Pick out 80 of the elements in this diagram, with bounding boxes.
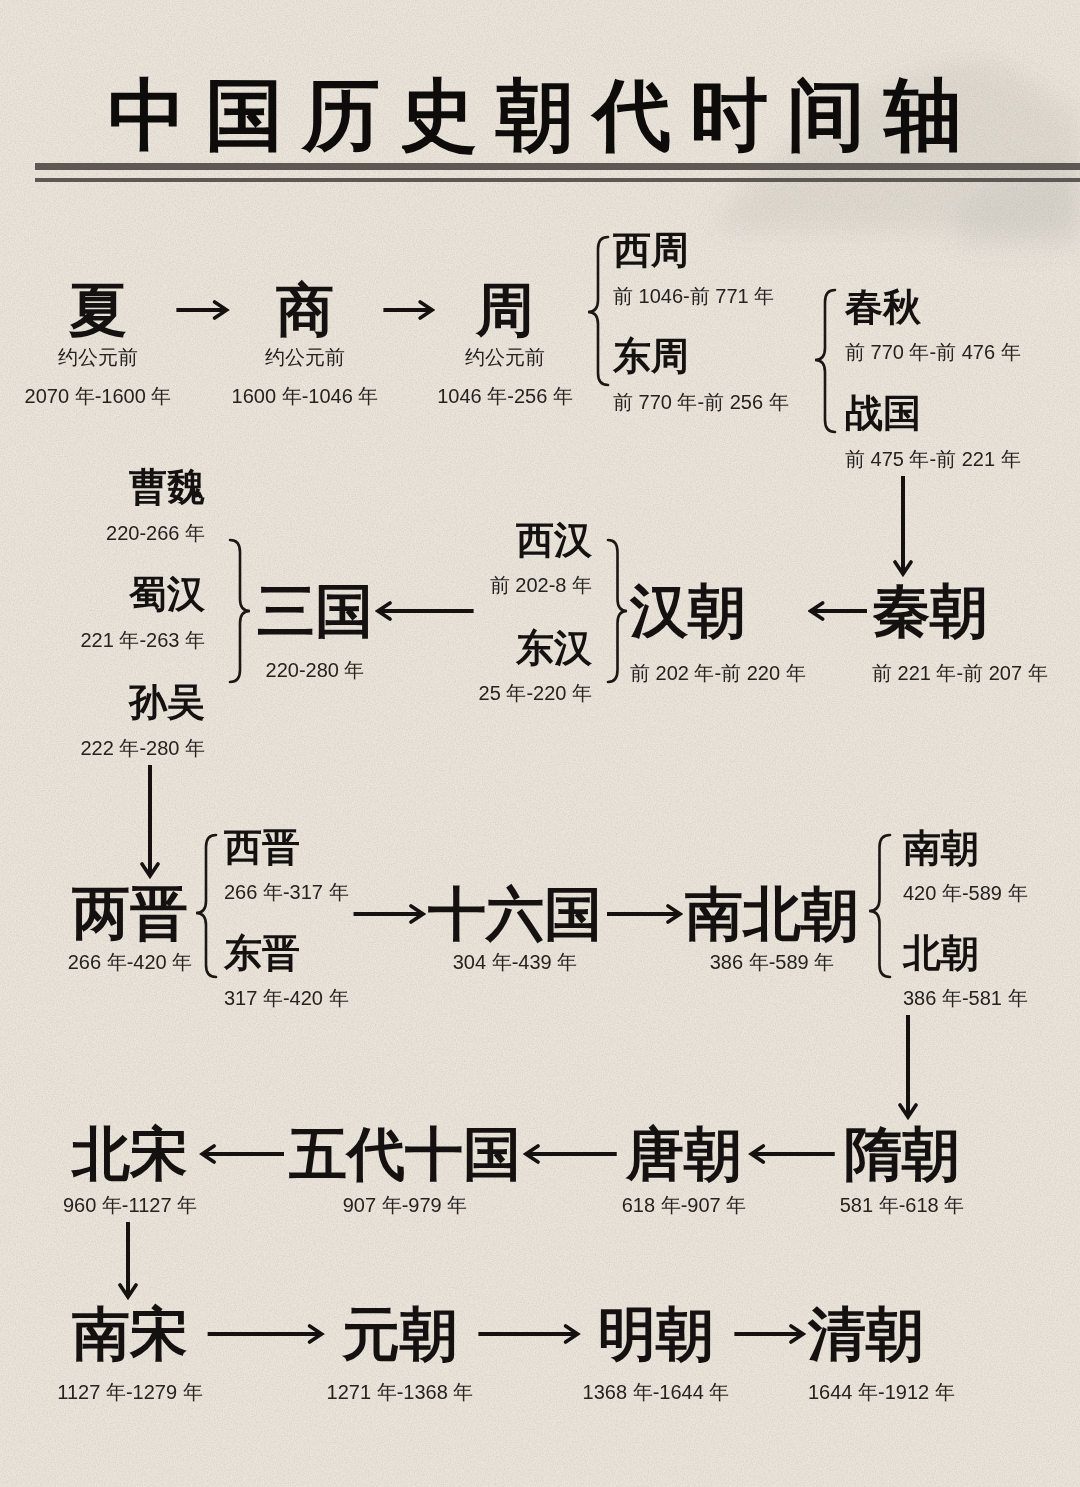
date-range: 266 年-317 年 xyxy=(224,880,349,904)
arrow xyxy=(200,1144,284,1164)
period-name: 东晋 xyxy=(224,932,300,974)
arrow xyxy=(383,300,434,320)
period-name: 曹魏 xyxy=(129,466,205,508)
date-range: 222 年-280 年 xyxy=(80,736,205,760)
arrow xyxy=(524,1144,617,1164)
dynasty-name: 商 xyxy=(276,278,334,342)
dynasty-name: 夏 xyxy=(69,278,127,342)
date-range: 前 221 年-前 207 年 xyxy=(872,661,1048,685)
period-name: 西汉 xyxy=(516,519,592,561)
date-range: 前 475 年-前 221 年 xyxy=(845,447,1021,471)
period-name: 东汉 xyxy=(516,627,592,669)
arrow xyxy=(893,476,913,576)
date-range: 前 770 年-前 476 年 xyxy=(845,340,1021,364)
dynasty-name: 南北朝 xyxy=(685,882,859,946)
date-range: 304 年-439 年 xyxy=(452,950,578,974)
arrow xyxy=(376,601,474,621)
era-note: 约公元前 xyxy=(465,345,545,369)
date-range: 221 年-263 年 xyxy=(80,628,205,652)
date-range: 317 年-420 年 xyxy=(224,986,349,1010)
dynasty-name: 清朝 xyxy=(808,1302,924,1366)
dynasty-name: 汉朝 xyxy=(630,579,746,643)
arrow xyxy=(207,1324,324,1344)
date-range: 581 年-618 年 xyxy=(839,1193,965,1217)
arrow xyxy=(734,1324,805,1344)
date-range: 2070 年-1600 年 xyxy=(24,384,172,408)
dynasty-name: 周 xyxy=(476,278,534,342)
period-name: 战国 xyxy=(845,392,921,434)
date-range: 266 年-420 年 xyxy=(67,950,193,974)
period-name: 南朝 xyxy=(903,827,979,869)
dynasty-name: 十六国 xyxy=(428,882,602,946)
title: 中国历史朝代时间轴 xyxy=(108,72,981,158)
arrow xyxy=(898,1015,918,1119)
dynasty-name: 元朝 xyxy=(342,1302,458,1366)
date-range: 907 年-979 年 xyxy=(342,1193,468,1217)
arrow xyxy=(607,904,682,924)
date-range: 1644 年-1912 年 xyxy=(808,1380,955,1404)
date-range: 386 年-589 年 xyxy=(709,950,835,974)
period-name: 北朝 xyxy=(903,932,979,974)
date-range: 前 770 年-前 256 年 xyxy=(613,390,789,414)
dynasty-name: 三国 xyxy=(257,579,373,643)
period-name: 东周 xyxy=(613,335,689,377)
period-name: 孙吴 xyxy=(129,681,205,723)
dynasty-name: 五代十国 xyxy=(289,1122,521,1186)
dynasty-name: 北宋 xyxy=(72,1122,188,1186)
date-range: 1368 年-1644 年 xyxy=(582,1380,730,1404)
date-range: 420 年-589 年 xyxy=(903,881,1028,905)
dynasty-name: 隋朝 xyxy=(844,1122,960,1186)
dynasty-name: 南宋 xyxy=(72,1302,188,1366)
period-name: 西周 xyxy=(613,229,689,271)
date-range: 1271 年-1368 年 xyxy=(326,1380,474,1404)
date-range: 1127 年-1279 年 xyxy=(57,1380,203,1404)
era-note: 约公元前 xyxy=(265,345,345,369)
period-name: 蜀汉 xyxy=(129,573,205,615)
date-range: 220-266 年 xyxy=(106,521,205,545)
date-range: 960 年-1127 年 xyxy=(62,1193,198,1217)
date-range: 220-280 年 xyxy=(265,658,365,682)
arrow xyxy=(808,601,867,621)
arrow xyxy=(176,300,229,320)
date-range: 前 202-8 年 xyxy=(489,573,592,597)
date-range: 1600 年-1046 年 xyxy=(231,384,379,408)
dynasty-name: 两晋 xyxy=(72,881,188,945)
dynasty-name: 秦朝 xyxy=(872,579,988,643)
date-range: 前 1046-前 771 年 xyxy=(613,284,775,308)
dynasty-name: 唐朝 xyxy=(626,1122,742,1186)
date-range: 前 202 年-前 220 年 xyxy=(630,661,806,685)
arrow xyxy=(478,1324,580,1344)
period-name: 西晋 xyxy=(224,826,300,868)
arrow xyxy=(140,765,160,878)
date-range: 25 年-220 年 xyxy=(478,681,592,705)
period-name: 春秋 xyxy=(845,286,921,328)
arrow xyxy=(749,1144,835,1164)
date-range: 1046 年-256 年 xyxy=(437,384,573,408)
date-range: 618 年-907 年 xyxy=(621,1193,747,1217)
arrow xyxy=(118,1222,138,1299)
arrow xyxy=(353,904,425,924)
dynasty-name: 明朝 xyxy=(598,1302,714,1366)
era-note: 约公元前 xyxy=(58,345,138,369)
date-range: 386 年-581 年 xyxy=(903,986,1028,1010)
